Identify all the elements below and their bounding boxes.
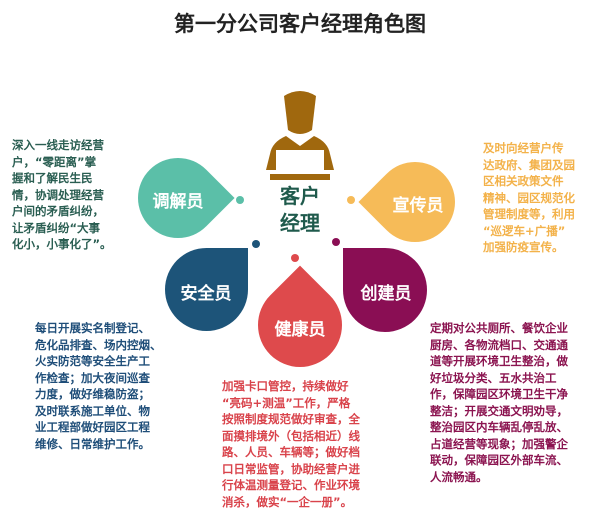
safety-dot bbox=[252, 240, 260, 248]
text-line: 火实防范等安全生产工 bbox=[35, 354, 150, 368]
text-line: 道等开展环境卫生整治，做 bbox=[430, 354, 568, 368]
text-line: 作，保障园区环境卫生干净 bbox=[430, 387, 568, 401]
text-line: 占道经营等现象；加强警企 bbox=[430, 436, 568, 451]
text-line: 力度，做好维稳防盗； bbox=[35, 387, 150, 401]
text-line: 作检查；加大夜间巡查 bbox=[35, 370, 150, 385]
text-line: 危化品排查、场内控烟、 bbox=[35, 337, 162, 352]
builder-dot bbox=[332, 238, 340, 246]
text-line: 厨房、各物流档口、交通通 bbox=[430, 337, 568, 352]
publicist-dot bbox=[347, 196, 355, 204]
text-line: 及时向经营户传 bbox=[483, 141, 564, 155]
text-line: 消杀，做实“一企一册”。 bbox=[222, 494, 353, 509]
text-line: 加强卡口管控，持续做好 bbox=[222, 379, 349, 393]
center-line-1: 客户 bbox=[280, 184, 320, 208]
text-line: 业工程部做好园区工程 bbox=[35, 420, 150, 434]
text-line: 达政府、集团及园 bbox=[483, 157, 575, 172]
text-line: 定期对公共厕所、餐饮企业 bbox=[430, 321, 568, 335]
person-laptop-icon bbox=[266, 91, 334, 180]
text-line: 维修、日常维护工作。 bbox=[35, 436, 150, 451]
builder-description: 定期对公共厕所、餐饮企业 厨房、各物流档口、交通通 道等开展环境卫生整治，做 好… bbox=[430, 320, 568, 485]
publicist-description: 及时向经营户传 达政府、集团及园 区相关政策文件 精神、园区规范化 管理制度等，… bbox=[483, 140, 575, 256]
text-line: 及时联系施工单位、物 bbox=[35, 403, 150, 418]
publicist-label: 宣传员 bbox=[392, 196, 444, 216]
text-line: 管理制度等，利用 bbox=[483, 207, 575, 221]
text-line: 区相关政策文件 bbox=[483, 174, 564, 188]
text-line: 联动，保障园区外部车流、 bbox=[430, 453, 568, 467]
text-line: “巡逻车+广播” bbox=[483, 223, 566, 238]
builder-drop bbox=[343, 248, 427, 332]
center-line-2: 经理 bbox=[280, 211, 320, 235]
text-line: 整洁；开展交通文明劝导， bbox=[430, 403, 568, 418]
mediator-description: 深入一线走访经营 户，“零距离”掌 握和了解民生民 情，协调处理经营 户间的矛盾… bbox=[12, 137, 112, 253]
builder-label: 创建员 bbox=[360, 284, 412, 304]
health-label: 健康员 bbox=[274, 320, 326, 340]
safety-label: 安全员 bbox=[180, 284, 232, 304]
mediator-dot bbox=[236, 196, 244, 204]
health-dot bbox=[291, 254, 299, 262]
text-line: 加强防疫宣传。 bbox=[483, 240, 564, 254]
text-line: 深入一线走访经营 bbox=[12, 138, 104, 152]
page-title: 第一分公司客户经理角色图 bbox=[174, 12, 426, 36]
text-line: 精神、园区规范化 bbox=[483, 190, 575, 205]
text-line: 户，“零距离”掌 bbox=[12, 154, 97, 169]
safety-description: 每日开展实名制登记、 危化品排查、场内控烟、 火实防范等安全生产工 作检查；加大… bbox=[35, 320, 162, 452]
text-line: 路、人员、车辆等；做好档 bbox=[222, 445, 360, 459]
center-label: 客户 经理 bbox=[262, 183, 338, 237]
mediator-label: 调解员 bbox=[152, 192, 204, 212]
text-line: 户间的矛盾纠纷， bbox=[12, 204, 104, 218]
text-line: 行体温测量登记、作业环境 bbox=[222, 478, 360, 492]
text-line: 情，协调处理经营 bbox=[12, 187, 104, 202]
text-line: 握和了解民生民 bbox=[12, 171, 93, 185]
text-line: 让矛盾纠纷“大事 bbox=[12, 220, 101, 235]
safety-drop bbox=[165, 248, 248, 331]
text-line: 人流畅通。 bbox=[430, 469, 488, 484]
text-line: 面摸排境外（包括相近）线 bbox=[222, 428, 360, 443]
text-line: 每日开展实名制登记、 bbox=[35, 321, 150, 335]
text-line: 按照制度规范做好审查，全 bbox=[222, 412, 360, 426]
text-line: “亮码+测温”工作，严格 bbox=[222, 395, 351, 410]
health-description: 加强卡口管控，持续做好 “亮码+测温”工作，严格 按照制度规范做好审查，全 面摸… bbox=[222, 378, 360, 510]
text-line: 口日常监管，协助经营户进 bbox=[222, 461, 360, 476]
text-line: 化小，小事化了”。 bbox=[12, 237, 112, 251]
text-line: 好垃圾分类、五水共治工 bbox=[430, 370, 557, 385]
text-line: 整治园区内车辆乱停乱放、 bbox=[430, 420, 568, 434]
